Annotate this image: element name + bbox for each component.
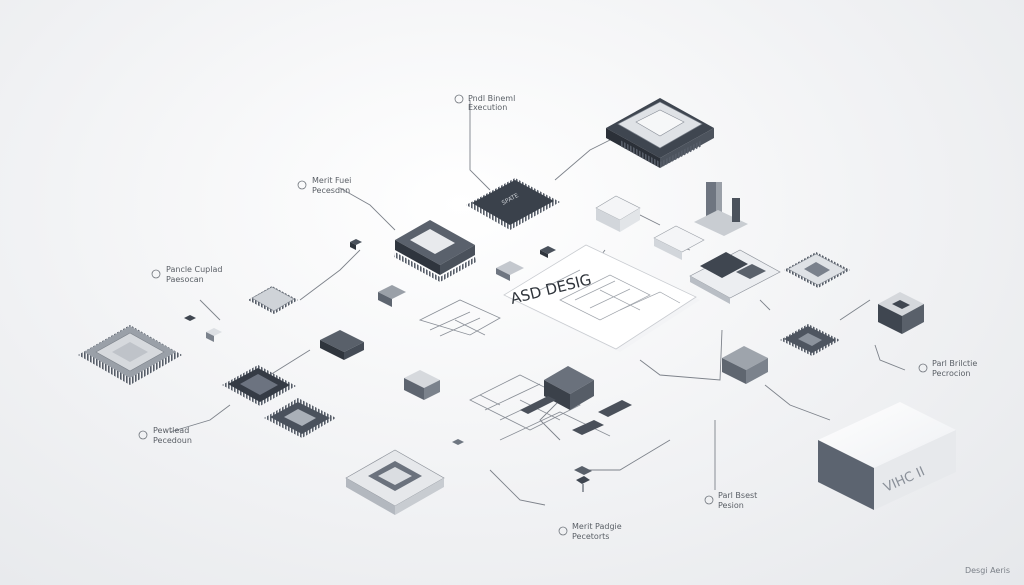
bga-chip-top xyxy=(606,98,714,168)
label-top-line2: Execution xyxy=(468,103,507,112)
qfp-chip-lower-left-a xyxy=(222,365,296,406)
label-upper-left-line2: Pecesdnn xyxy=(312,186,350,195)
annotation-label-left: Pancle Cuplad Paesocan xyxy=(151,265,222,284)
qfp-chip-upper-left xyxy=(394,220,476,282)
label-right-line2: Pecrocion xyxy=(932,369,970,378)
qfp-chip-right xyxy=(784,252,850,288)
large-qfp-chip-left xyxy=(78,325,182,385)
label-bottom-center-line1: Merit Padgie xyxy=(572,522,622,531)
label-top-line1: Pndl Bineml xyxy=(468,94,515,103)
annotation-label-lower-left: Pewtlead Pecedoun xyxy=(138,426,192,445)
white-module-a xyxy=(595,195,641,232)
label-right-line1: Parl Brilctie xyxy=(932,359,977,368)
connector-bottom-center xyxy=(574,466,592,492)
device-box-right: VIHC II xyxy=(818,402,956,510)
asic-design-document: ASD DESIG xyxy=(503,244,700,352)
white-module-b xyxy=(653,225,705,260)
small-chip-mid-left xyxy=(248,286,298,314)
annotation-label-top: Pndl Bineml Execution xyxy=(454,94,515,112)
image-credit: Desgi Aeris xyxy=(964,566,1010,575)
qfp-chip-right-lower xyxy=(780,324,840,356)
annotation-label-upper-left: Merit Fuei Pecesdnn xyxy=(297,176,351,195)
qfp-chip-lower-left-b xyxy=(264,398,336,438)
label-bottom-center-line2: Pecetorts xyxy=(572,532,609,541)
label-bottom-right-line2: Pesion xyxy=(718,501,744,510)
small-component-cubes xyxy=(184,239,556,445)
label-lower-left-line2: Pecedoun xyxy=(153,436,192,445)
annotation-label-right: Parl Brilctie Pecrocion xyxy=(918,359,977,378)
label-left-line1: Pancle Cuplad xyxy=(166,265,222,274)
pillar-components-right xyxy=(694,182,748,236)
qfp-chip-spate: SPATE xyxy=(466,178,560,230)
pcb-module-right xyxy=(689,249,781,304)
label-lower-left-line1: Pewtlead xyxy=(153,426,189,435)
chip-socket-bottom-left xyxy=(345,449,445,515)
center-cube-chip xyxy=(520,366,632,435)
label-left-line2: Paesocan xyxy=(166,275,204,284)
annotation-label-bottom-right: Parl Bsest Pesion xyxy=(704,491,757,510)
heatsink-chip-right xyxy=(722,346,768,384)
cube-chip-far-right xyxy=(878,292,924,334)
connection-lines xyxy=(169,100,906,506)
annotation-label-bottom-center: Merit Padgie Pecetorts xyxy=(558,522,622,541)
label-upper-left-line1: Merit Fuei xyxy=(312,176,351,185)
label-bottom-right-line1: Parl Bsest xyxy=(718,491,757,500)
